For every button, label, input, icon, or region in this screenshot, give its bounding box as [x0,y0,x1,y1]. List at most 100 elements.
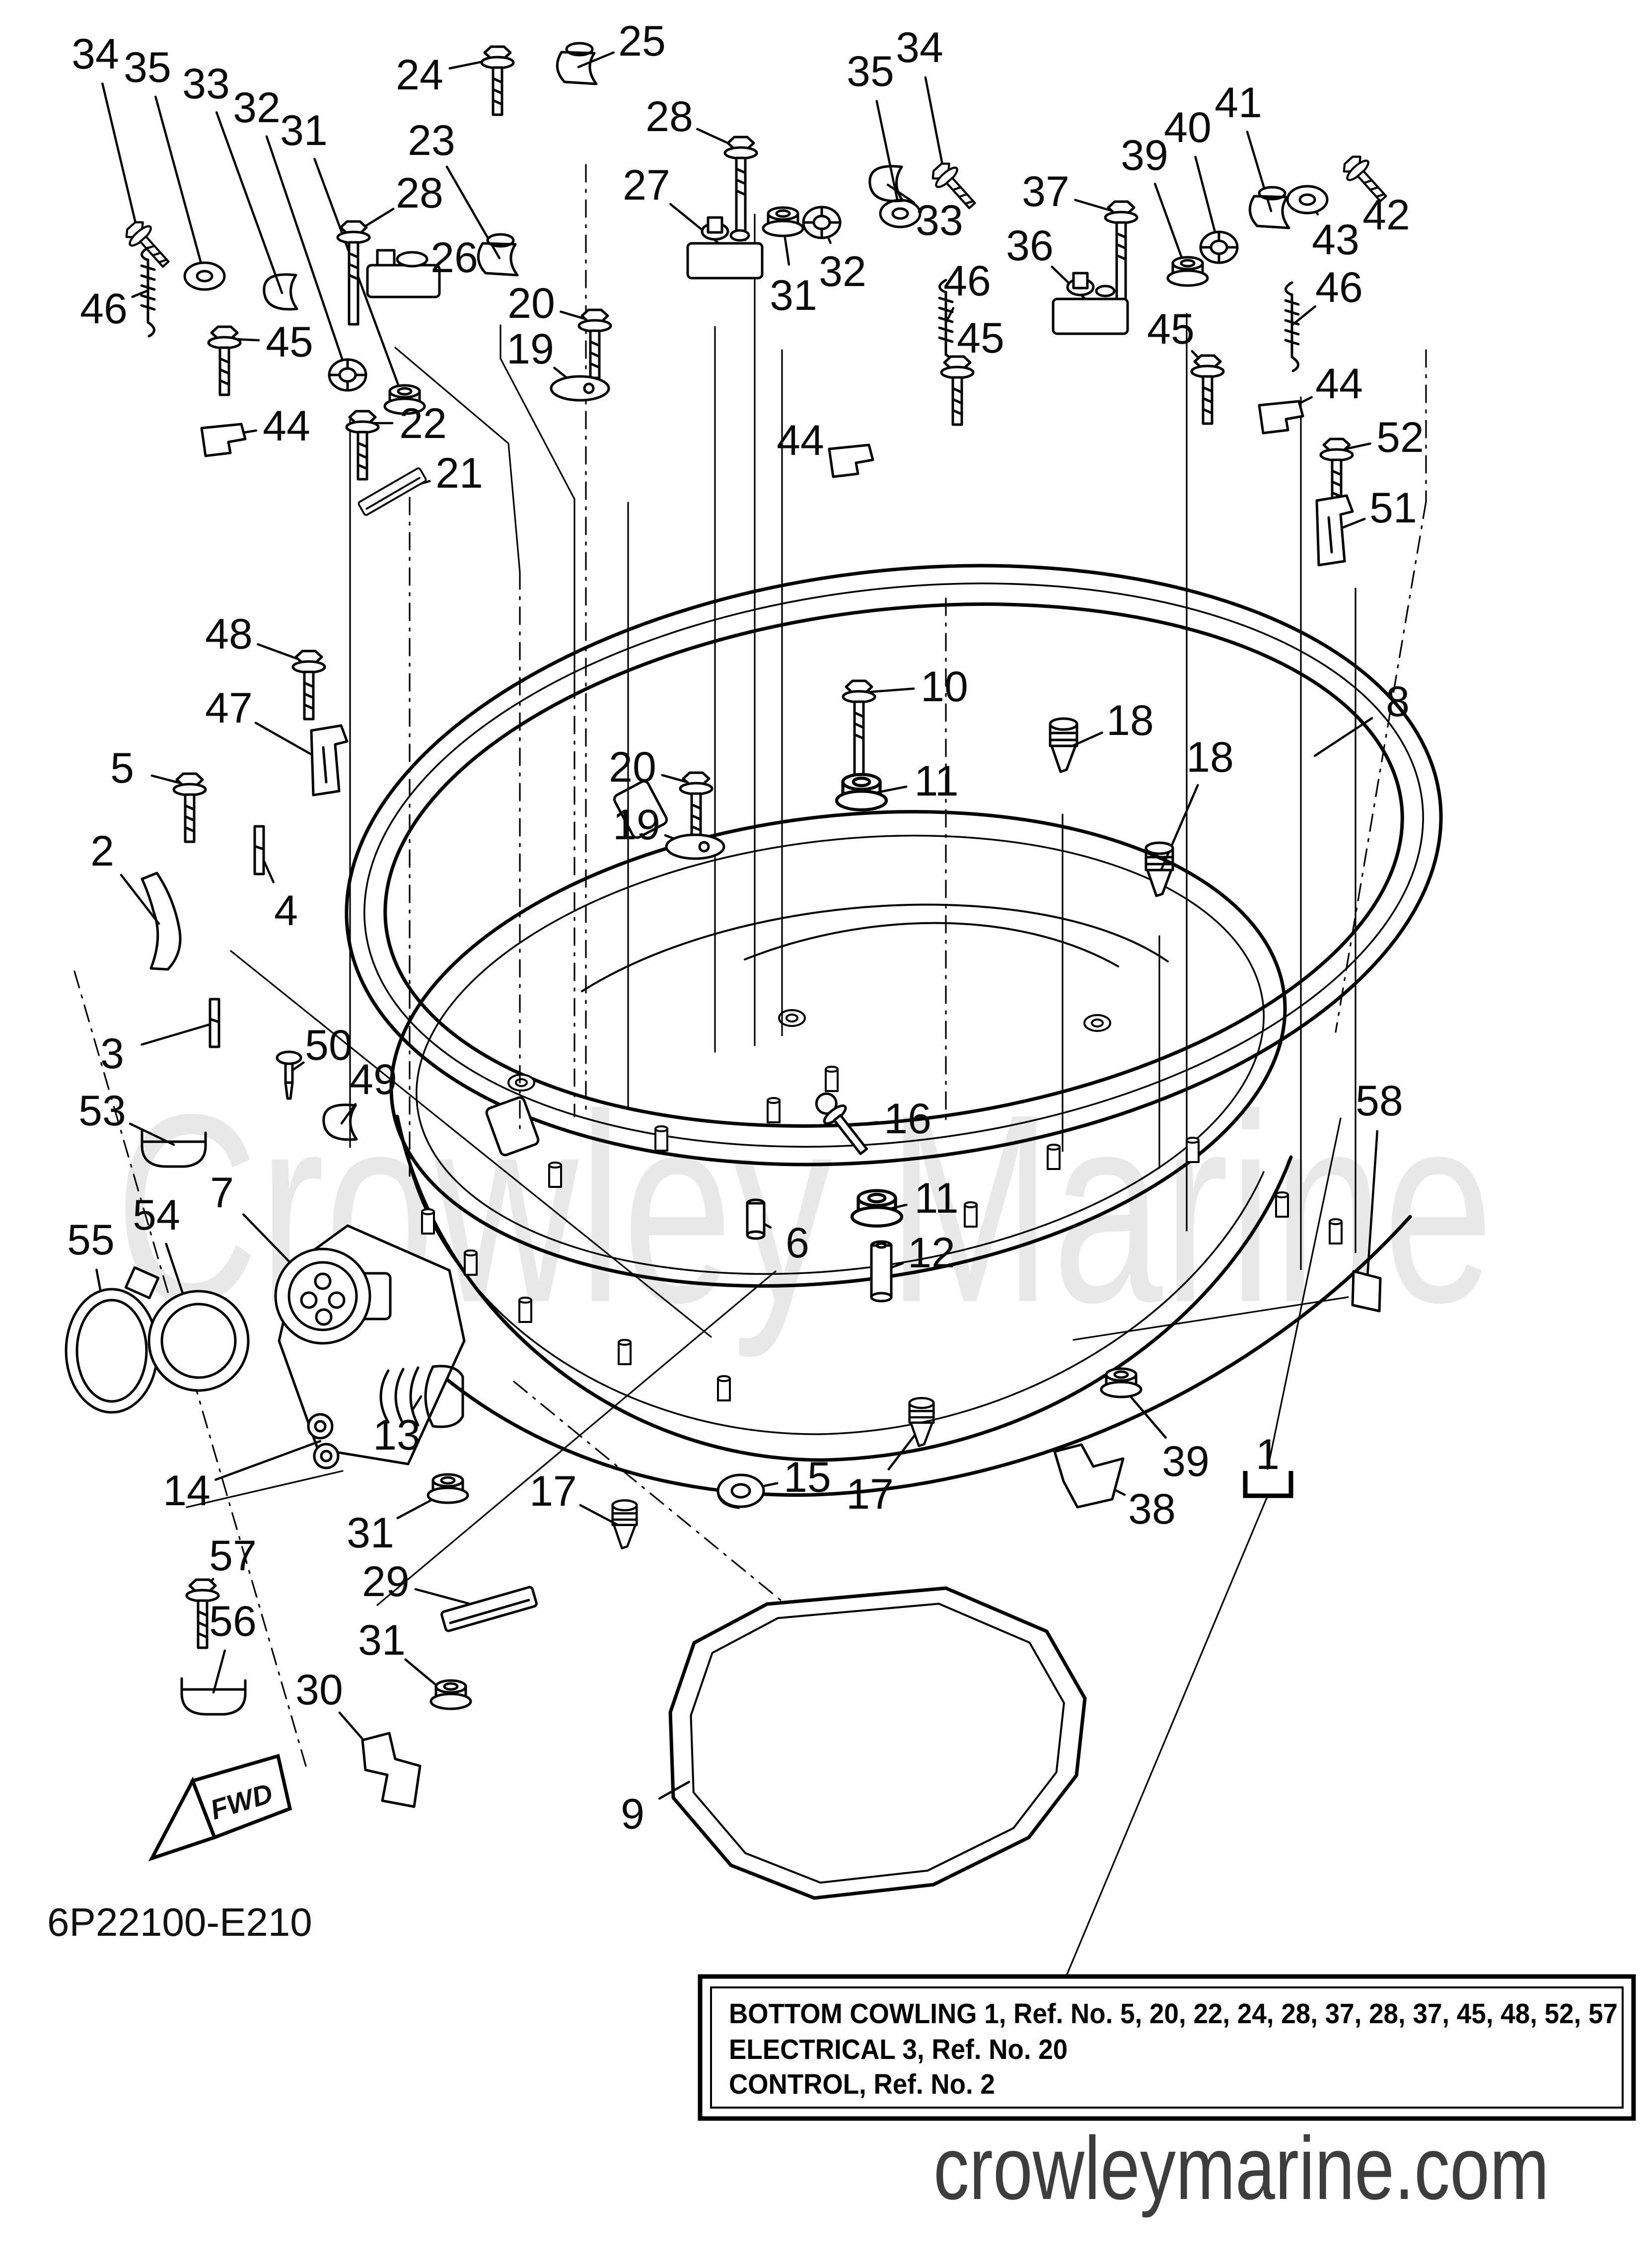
part-label: 10 [921,663,968,711]
part-label: 32 [819,248,866,295]
part-label: 30 [295,1666,343,1714]
part-label: 54 [133,1191,180,1239]
part-glyph-plug [1144,841,1174,897]
part-label: 43 [1312,216,1359,264]
reference-line [394,347,521,573]
part-glyph-grommet [429,1679,472,1710]
leader-line [265,135,349,376]
part-glyph-tag [1351,1270,1382,1313]
part-label: 40 [1164,104,1212,151]
part-label: 31 [347,1509,394,1557]
part-label: 11 [914,757,958,805]
fwd-arrow-body [190,1754,292,1840]
part-glyph-plate [665,833,725,860]
gasket-outline [668,1586,1087,1900]
reference-line [186,1470,344,1508]
part-label: 20 [609,743,656,791]
part-label: 39 [1162,1438,1210,1485]
leader-line [886,183,916,204]
part-glyph-screw [291,650,326,721]
pan-stud [548,1162,562,1188]
part-label: 1 [1256,1431,1280,1478]
part-label: 44 [1315,360,1363,408]
leader-line [101,82,140,235]
part-glyph-screw [207,325,242,396]
pan-stud [825,1066,839,1092]
pan-boss [778,1009,806,1027]
part-glyph-strip [440,1586,538,1632]
part-label: 42 [1362,191,1410,239]
part-label: 44 [263,402,310,450]
part-glyph-spring [1284,281,1300,372]
leader-line [131,289,149,298]
pan-stud [1275,1191,1289,1218]
part-glyph-grommet [1100,1367,1142,1398]
part-glyph-mount [366,249,441,298]
part-label: 26 [430,234,478,282]
part-label: 21 [435,449,483,497]
part-label: 3 [100,1030,124,1078]
part-glyph-clip [868,165,904,203]
part-glyph-pin [253,825,265,876]
part-glyph-holder [141,1129,207,1168]
leader-line [120,874,160,925]
part-glyph-screw [577,308,612,379]
reference-line [1066,1495,1269,1976]
part-glyph-mount2 [686,216,764,280]
info-box-outer-border [698,1974,1636,2121]
part-label: 11 [914,1174,958,1222]
leader-line [924,76,946,176]
pan-boss [507,1074,535,1092]
assembly-1-callout [1243,1471,1293,1498]
part-label: 33 [182,60,230,108]
reference-line [376,1270,777,1606]
info-line-control: CONTROL, Ref. No. 2 [729,2068,995,2100]
part-glyph-screw [172,772,207,843]
drawing-base-layer [73,164,1443,1976]
part-glyph-screw [940,355,975,426]
part-label: 31 [358,1616,406,1664]
part-label: 15 [784,1454,831,1501]
leader-line [1158,784,1199,876]
part-glyph-clip [263,273,298,311]
part-glyph-screw [345,410,380,481]
part-glyph-screwL [336,220,371,326]
part-glyph-pin [209,998,220,1048]
pan-stud [618,1339,632,1365]
part-glyph-screwL [842,679,876,785]
leader-line [669,203,726,250]
part-label: 32 [233,84,281,132]
reference-line [230,950,712,1338]
part-label: 57 [209,1532,257,1580]
part-label: 41 [1214,79,1262,127]
pan-contour [581,903,1169,992]
pan-contour [346,1215,1412,1497]
part-label: 18 [1106,697,1154,744]
part-glyph-grommet [383,384,426,415]
part-label: 34 [896,24,943,72]
leader-line [313,157,406,404]
part-label: 45 [957,314,1004,362]
part-glyph-strap [1053,1443,1125,1509]
part-label: 31 [770,272,817,319]
part-label: 39 [1121,132,1168,179]
part-glyph-washer [183,261,226,291]
info-line-bottom-cowling: BOTTOM COWLING 1, Ref. No. 5, 20, 22, 24… [729,1997,1618,2029]
part-glyph-screwA [931,162,976,210]
leader-line [141,1022,216,1046]
pan-stud [518,1297,532,1323]
pan-stud [464,1249,478,1276]
reference-line [500,324,575,682]
part-glyph-stud [746,1198,766,1240]
part-label: 23 [408,117,455,164]
part-label: 56 [209,1598,257,1645]
part-label: 37 [1022,168,1070,216]
pan-stud [421,1208,435,1235]
reference-line [1267,1117,1342,1470]
part-glyph-plug [1049,717,1078,773]
leader-line [154,95,206,278]
part-glyph-grommet [835,773,888,811]
part-label: 12 [908,1229,955,1277]
